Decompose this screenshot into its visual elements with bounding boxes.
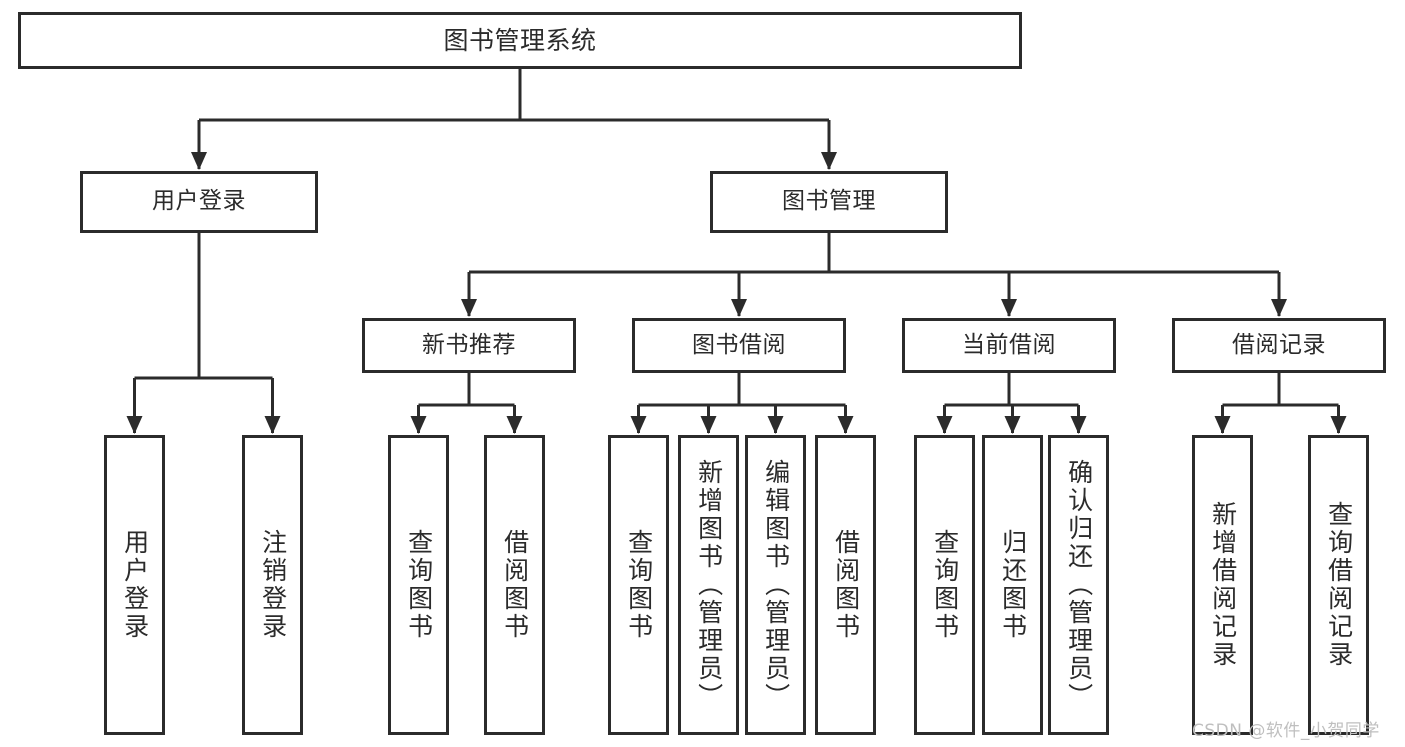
node-leaf-confirm-return[interactable]: 确认归还（管理员） — [1048, 435, 1109, 735]
node-leaf-borrow-book-2[interactable]: 借阅图书 — [815, 435, 876, 735]
node-label-book-borrow: 图书借阅 — [692, 331, 786, 358]
node-label-root: 图书管理系统 — [443, 25, 597, 55]
node-label-new-book-recommend: 新书推荐 — [422, 331, 516, 358]
node-label-leaf-add-book: 新增图书（管理员） — [694, 459, 724, 711]
edge-arrowhead-book-manage — [821, 152, 837, 170]
node-label-user-login: 用户登录 — [152, 188, 246, 215]
node-label-leaf-borrow-book-1: 借阅图书 — [500, 529, 530, 641]
edge-arrowhead-borrow-record — [1271, 299, 1287, 317]
edge-arrowhead-user-login — [191, 152, 207, 170]
node-book-borrow[interactable]: 图书借阅 — [632, 318, 846, 373]
edge-arrowhead-leaf-add-record — [1214, 416, 1231, 434]
node-leaf-add-record[interactable]: 新增借阅记录 — [1192, 435, 1253, 735]
node-book-manage[interactable]: 图书管理 — [710, 171, 948, 233]
edge-arrowhead-new-book-recommend — [461, 299, 477, 317]
node-label-leaf-logout: 注销登录 — [258, 529, 288, 641]
edge-arrowhead-leaf-borrow-book-2 — [837, 416, 854, 434]
edge-arrowhead-current-borrow — [1001, 299, 1017, 317]
node-borrow-record[interactable]: 借阅记录 — [1172, 318, 1386, 373]
edge-arrowhead-leaf-borrow-book-1 — [506, 416, 523, 434]
edge-arrowhead-leaf-confirm-return — [1070, 416, 1087, 434]
node-label-leaf-add-record: 新增借阅记录 — [1208, 501, 1238, 669]
node-leaf-edit-book[interactable]: 编辑图书（管理员） — [745, 435, 806, 735]
node-label-leaf-user-login: 用户登录 — [120, 529, 150, 641]
node-label-leaf-borrow-book-2: 借阅图书 — [831, 529, 861, 641]
node-leaf-query-record[interactable]: 查询借阅记录 — [1308, 435, 1369, 735]
node-user-login[interactable]: 用户登录 — [80, 171, 318, 233]
edge-arrowhead-leaf-query-book-1 — [410, 416, 427, 434]
node-label-book-manage: 图书管理 — [782, 188, 876, 215]
node-leaf-user-login[interactable]: 用户登录 — [104, 435, 165, 735]
edge-arrowhead-book-borrow — [731, 299, 747, 317]
edge-arrowhead-leaf-add-book — [700, 416, 717, 434]
edge-arrowhead-leaf-logout — [264, 416, 281, 434]
node-label-leaf-return-book: 归还图书 — [998, 529, 1028, 641]
node-leaf-query-book-3[interactable]: 查询图书 — [914, 435, 975, 735]
watermark-label: CSDN @软件_小贺同学 — [1192, 721, 1380, 741]
edge-arrowhead-leaf-edit-book — [767, 416, 784, 434]
node-label-leaf-query-record: 查询借阅记录 — [1324, 501, 1354, 669]
edge-arrowhead-leaf-user-login — [126, 416, 143, 434]
node-leaf-return-book[interactable]: 归还图书 — [982, 435, 1043, 735]
edge-arrowhead-leaf-query-book-3 — [936, 416, 953, 434]
node-leaf-add-book[interactable]: 新增图书（管理员） — [678, 435, 739, 735]
node-label-leaf-confirm-return: 确认归还（管理员） — [1064, 459, 1094, 711]
edge-arrowhead-leaf-return-book — [1004, 416, 1021, 434]
node-new-book-recommend[interactable]: 新书推荐 — [362, 318, 576, 373]
node-label-leaf-query-book-3: 查询图书 — [930, 529, 960, 641]
node-current-borrow[interactable]: 当前借阅 — [902, 318, 1116, 373]
node-leaf-logout[interactable]: 注销登录 — [242, 435, 303, 735]
node-leaf-query-book-1[interactable]: 查询图书 — [388, 435, 449, 735]
node-label-current-borrow: 当前借阅 — [962, 331, 1056, 358]
node-label-leaf-query-book-1: 查询图书 — [404, 529, 434, 641]
edge-arrowhead-leaf-query-record — [1330, 416, 1347, 434]
node-label-borrow-record: 借阅记录 — [1232, 331, 1326, 358]
node-root[interactable]: 图书管理系统 — [18, 12, 1022, 69]
node-leaf-query-book-2[interactable]: 查询图书 — [608, 435, 669, 735]
node-label-leaf-edit-book: 编辑图书（管理员） — [761, 459, 791, 711]
node-leaf-borrow-book-1[interactable]: 借阅图书 — [484, 435, 545, 735]
node-label-leaf-query-book-2: 查询图书 — [624, 529, 654, 641]
edge-arrowhead-leaf-query-book-2 — [630, 416, 647, 434]
